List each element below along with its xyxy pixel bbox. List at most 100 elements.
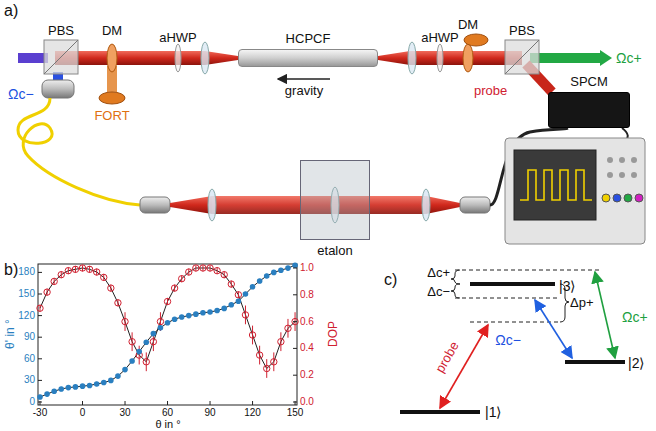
tick-mark: [293, 294, 297, 295]
data-point: [243, 291, 249, 297]
data-point: [87, 383, 93, 389]
data-point: [214, 267, 220, 273]
node-label: SPCM: [570, 75, 608, 88]
tick-mark: [293, 321, 297, 322]
data-point: [44, 391, 50, 397]
axis-title: θ in °: [155, 419, 180, 430]
fit-curve: [40, 268, 295, 369]
axis-tick: 0.8: [300, 290, 314, 300]
tick-mark: [38, 358, 42, 359]
data-point: [207, 309, 213, 315]
error-bar: [110, 285, 111, 292]
beam-label: FORT: [94, 109, 129, 122]
level-label: |1⟩: [485, 405, 501, 419]
error-bar: [82, 265, 83, 271]
data-point: [65, 267, 71, 273]
axis-tick: 0: [80, 408, 86, 418]
data-point: [250, 284, 256, 290]
data-point: [51, 278, 57, 284]
data-point: [278, 339, 284, 345]
axis-tick: 0.4: [300, 343, 314, 353]
data-point: [228, 302, 234, 308]
data-point: [93, 269, 99, 275]
data-point: [179, 276, 185, 282]
data-point: [136, 349, 142, 355]
data-point: [129, 358, 135, 364]
component-label: aHWP: [159, 31, 197, 44]
data-point: [235, 292, 241, 298]
data-point: [143, 339, 149, 345]
data-point: [193, 311, 199, 317]
data-point: [257, 278, 263, 284]
node-label: HCPCF: [286, 32, 331, 45]
error-bar: [146, 352, 147, 371]
axis-tick: 1.0: [300, 263, 314, 273]
detuning-label: Δc−: [427, 285, 450, 298]
axis-tick: 120: [18, 311, 35, 321]
error-bar: [167, 298, 168, 305]
beam-label: Ωc+: [616, 51, 642, 65]
error-bar: [47, 289, 48, 296]
data-point: [165, 320, 171, 326]
error-bar: [103, 274, 104, 281]
etalon-box: etalon: [300, 160, 370, 240]
data-point: [221, 272, 227, 278]
tick-mark: [38, 380, 42, 381]
data-point: [157, 318, 163, 324]
tick-mark: [125, 401, 126, 405]
tick-mark: [293, 375, 297, 376]
data-point: [150, 339, 156, 345]
detuning-label: Δc+: [427, 266, 450, 279]
data-point: [58, 386, 64, 392]
axis-tick: 0.0: [300, 397, 314, 407]
detuning-label: Δp+: [570, 296, 594, 309]
data-point: [200, 310, 206, 316]
data-point: [264, 273, 270, 279]
data-point: [115, 300, 121, 306]
data-point: [292, 262, 298, 268]
node-label: etalon: [317, 244, 352, 257]
error-bar: [252, 326, 253, 345]
data-point: [115, 373, 121, 379]
data-point: [37, 305, 43, 311]
tick-mark: [293, 402, 297, 403]
data-point: [236, 298, 242, 304]
data-point: [179, 314, 185, 320]
component-label: aHWP: [421, 31, 459, 44]
axis-title: DOP: [327, 321, 339, 347]
component-label: PBS: [48, 24, 74, 37]
data-point: [94, 381, 100, 387]
data-point: [80, 383, 86, 389]
tick-mark: [38, 272, 42, 273]
data-point: [44, 289, 50, 295]
error-bar: [224, 271, 225, 278]
level-label: |3⟩: [559, 279, 575, 293]
tick-mark: [38, 337, 42, 338]
error-bar: [75, 266, 76, 273]
axis-tick: 180: [18, 267, 35, 277]
data-point: [214, 308, 220, 314]
error-bar: [68, 267, 69, 274]
axis-tick: 0.6: [300, 317, 314, 327]
tick-mark: [252, 401, 253, 405]
error-bar: [117, 299, 118, 306]
data-point: [158, 325, 164, 331]
error-bar: [210, 265, 211, 271]
axis-tick: 120: [244, 408, 261, 418]
data-point: [278, 267, 284, 273]
data-point: [221, 306, 227, 312]
data-point: [151, 331, 157, 337]
axis-tick: 60: [162, 408, 173, 418]
data-point: [73, 384, 79, 390]
error-bar: [259, 346, 260, 365]
error-bar: [280, 332, 281, 351]
fit-curve: [40, 265, 295, 397]
data-point: [101, 380, 107, 386]
data-point: [66, 385, 72, 391]
data-point: [101, 274, 107, 280]
error-bar: [231, 281, 232, 288]
detector-box: SPCM: [548, 92, 630, 128]
error-bar: [54, 278, 55, 285]
axis-tick: 30: [24, 375, 35, 385]
error-bar: [266, 359, 267, 378]
